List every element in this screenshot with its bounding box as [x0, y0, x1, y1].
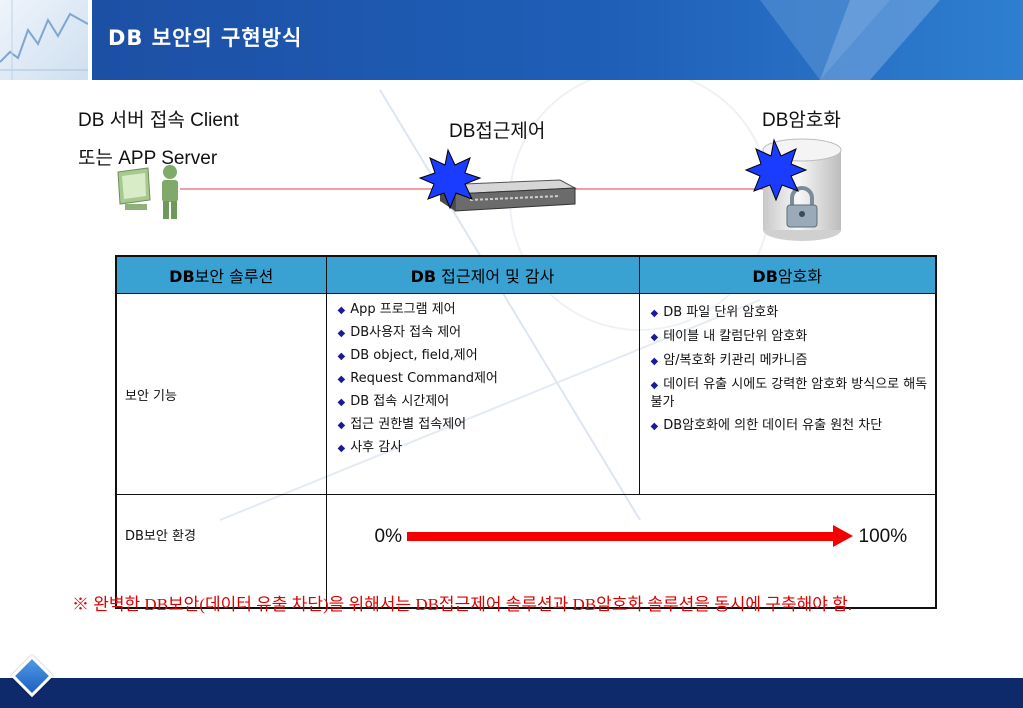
access-control-features: App 프로그램 제어 DB사용자 접속 제어 DB object, field…	[325, 293, 640, 495]
client-label-line2: 또는 APP Server	[78, 148, 218, 169]
security-solution-table: DB보안 솔루션 DB 접근제어 및 감사 DB암호화 보안 기능 App 프로…	[115, 255, 937, 609]
table-row: DB보안 환경 0% 100%	[115, 494, 937, 609]
client-label-line1: DB 서버 접속 Client	[78, 110, 239, 131]
alert-starburst-icon	[418, 148, 482, 210]
environment-label: DB보안 환경	[115, 494, 327, 609]
coverage-arrow-head	[832, 525, 853, 547]
list-item: DB 접속 시간제어	[338, 393, 632, 411]
list-item: 암/복호화 키관리 메카니즘	[651, 352, 929, 370]
encryption-label: DB암호화	[762, 110, 841, 131]
security-function-label: 보안 기능	[115, 293, 327, 495]
list-item: 데이터 유출 시에도 강력한 암호화 방식으로 해독 불가	[651, 376, 929, 411]
page-title: DB 보안의 구현방식	[108, 26, 303, 50]
footnote-text: ※ 완벽한 DB보안(데이터 유출 차단)을 위해서는 DB접근제어 솔루션과 …	[72, 595, 853, 614]
coverage-arrow-bar	[406, 532, 837, 541]
header-decoration	[760, 0, 940, 80]
list-item: DB object, field,제어	[338, 347, 632, 365]
coverage-start-label: 0%	[374, 526, 402, 547]
client-computer-icon	[117, 167, 151, 210]
list-item: 사후 감사	[338, 439, 632, 457]
header-bar: DB 보안의 구현방식	[0, 0, 1023, 80]
user-person-icon	[162, 165, 178, 219]
encryption-features: DB 파일 단위 암호화 테이블 내 칼럼단위 암호화 암/복호화 키관리 메카…	[638, 293, 937, 495]
list-item: Request Command제어	[338, 370, 632, 388]
header-db-encryption: DB암호화	[638, 255, 937, 294]
list-item: 테이블 내 칼럼단위 암호화	[651, 328, 929, 346]
table-row: 보안 기능 App 프로그램 제어 DB사용자 접속 제어 DB object,…	[115, 293, 937, 495]
coverage-end-label: 100%	[858, 526, 908, 547]
list-item: 접근 권한별 접속제어	[338, 416, 632, 434]
header-db-security-solution: DB보안 솔루션	[115, 255, 327, 294]
list-item: DB사용자 접속 제어	[338, 324, 632, 342]
header-db-access-control: DB 접근제어 및 감사	[325, 255, 640, 294]
footer-bar	[0, 678, 1023, 708]
header-thumbnail-graph	[0, 0, 92, 80]
list-item: DB 파일 단위 암호화	[651, 304, 929, 322]
coverage-progress-cell: 0% 100%	[325, 494, 937, 609]
list-item: App 프로그램 제어	[338, 301, 632, 319]
list-item: DB암호화에 의한 데이터 유출 원천 차단	[651, 417, 929, 435]
network-diagram	[117, 138, 842, 241]
encryption-starburst-icon	[744, 138, 808, 202]
lock-icon	[786, 186, 818, 228]
access-control-label: DB접근제어	[449, 121, 546, 142]
